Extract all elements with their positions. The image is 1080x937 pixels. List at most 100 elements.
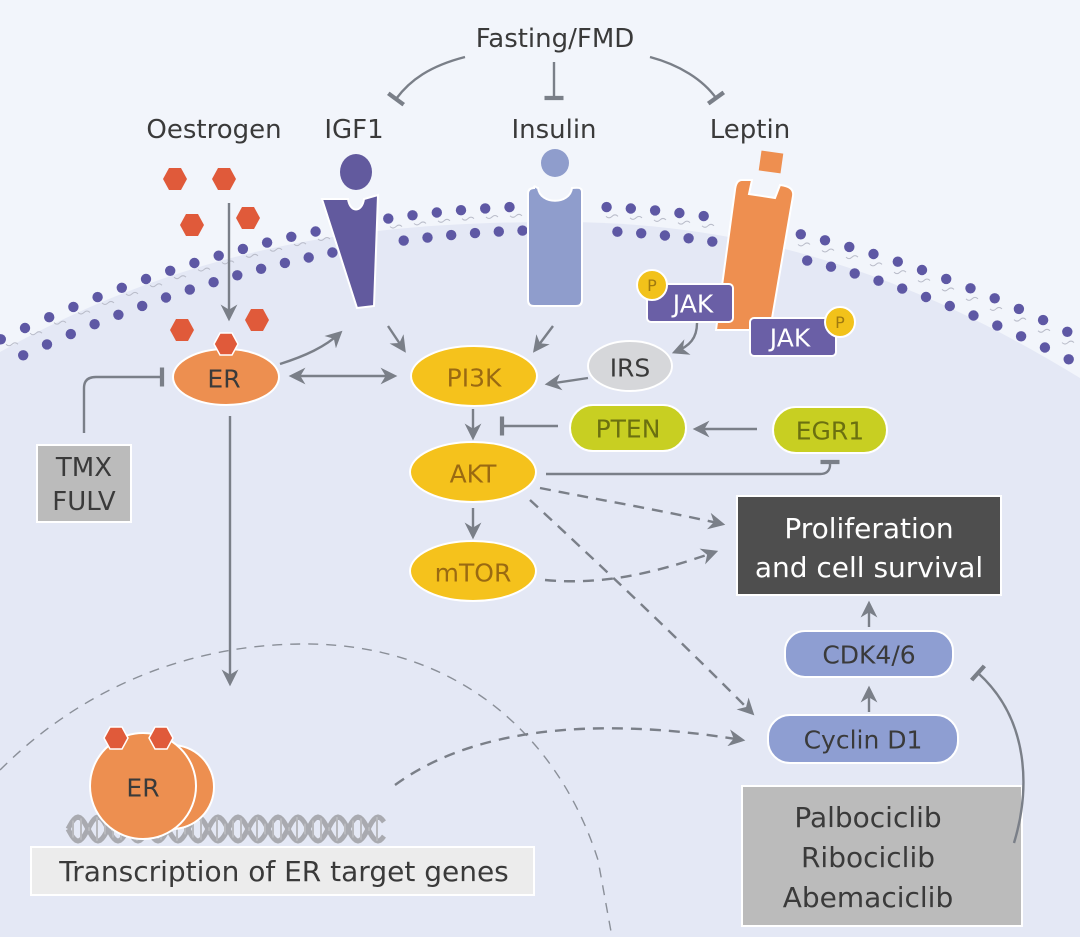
oestrogen-hexagon bbox=[170, 319, 194, 341]
er-node: ER bbox=[172, 332, 280, 406]
akt-label: AKT bbox=[450, 460, 498, 489]
nucleus-envelope bbox=[0, 643, 613, 937]
endocrine-inhibits-er bbox=[82, 367, 165, 433]
membrane-lipid-head bbox=[819, 235, 831, 246]
membrane-lipid-tail bbox=[1037, 328, 1051, 333]
transcription-label: Transcription of ER target genes bbox=[58, 855, 509, 888]
cdk-inhibitors-box: Palbociclib Ribociclib Abemaciclib bbox=[741, 785, 1023, 927]
membrane-lipid-tail bbox=[197, 267, 211, 272]
membrane-lipid-head bbox=[327, 247, 338, 258]
er-bound-oestrogen bbox=[213, 332, 239, 356]
oestrogen-hexagon bbox=[245, 309, 269, 331]
cyclin-d1-label: Cyclin D1 bbox=[804, 726, 923, 755]
membrane-lipid-head bbox=[897, 283, 908, 294]
membrane-lipid-head bbox=[18, 350, 29, 361]
membrane-lipid-tail bbox=[77, 310, 91, 315]
membrane-lipid-head bbox=[279, 257, 291, 269]
membrane-lipid-tail bbox=[989, 306, 1003, 311]
er-nuclear-label: ER bbox=[126, 774, 159, 803]
drug-fulv: FULV bbox=[52, 487, 116, 517]
membrane-lipid-tail bbox=[797, 242, 811, 247]
membrane-lipid-head bbox=[469, 227, 481, 239]
membrane-lipid-tail bbox=[413, 221, 427, 226]
membrane-lipid-tail bbox=[677, 220, 691, 225]
membrane-lipid-head bbox=[68, 301, 79, 313]
membrane-lipid-tail bbox=[869, 262, 883, 267]
membrane-lipid-tail bbox=[5, 342, 19, 347]
drug-ribociclib: Ribociclib bbox=[801, 841, 935, 874]
membrane-lipid-tail bbox=[965, 296, 979, 301]
pten-node: PTEN bbox=[569, 404, 687, 452]
membrane-lipid-head bbox=[1039, 342, 1051, 353]
membrane-lipid-head bbox=[1015, 331, 1027, 342]
membrane-lipid-head bbox=[1037, 314, 1049, 326]
proliferation-line-2: and cell survival bbox=[755, 551, 983, 584]
er-label: ER bbox=[207, 365, 240, 394]
membrane-lipid-tail bbox=[653, 217, 667, 222]
er-dimer-oestrogen bbox=[103, 726, 129, 750]
membrane-lipid-tail bbox=[629, 215, 643, 220]
pi3k-node: PI3K bbox=[410, 345, 538, 407]
membrane-lipid-head bbox=[286, 231, 297, 242]
membrane-lipid-head bbox=[431, 207, 442, 218]
membrane-lipid-tail bbox=[245, 253, 259, 258]
membrane-lipid-head bbox=[446, 229, 457, 241]
leptin-ligand bbox=[758, 150, 784, 174]
egr1-label: EGR1 bbox=[796, 417, 864, 446]
membrane-lipid-tail bbox=[125, 291, 139, 296]
membrane-lipid-head bbox=[422, 232, 433, 243]
membrane-lipid-head bbox=[965, 283, 976, 294]
mtor-node: mTOR bbox=[409, 540, 537, 602]
fasting-inhibits-igf1 bbox=[387, 55, 466, 107]
membrane-lipid-head bbox=[184, 284, 195, 295]
membrane-lipid-head bbox=[140, 273, 152, 285]
proliferation-line-1: Proliferation bbox=[784, 512, 953, 545]
membrane-lipid-head bbox=[992, 320, 1003, 331]
insulin-receptor-body bbox=[527, 185, 583, 307]
membrane-lipid-tail bbox=[461, 216, 475, 221]
akt-inhibits-egr1 bbox=[546, 459, 840, 476]
membrane-lipid-head bbox=[261, 237, 273, 248]
membrane-lipid-head bbox=[517, 225, 528, 236]
membrane-lipid-head bbox=[398, 235, 409, 246]
drug-tmx: TMX bbox=[55, 453, 112, 483]
membrane-lipid-head bbox=[113, 309, 124, 320]
igf1-to-pi3k-arrow bbox=[387, 325, 406, 353]
er-dimer-front bbox=[89, 732, 197, 840]
membrane-lipid-head bbox=[480, 203, 491, 214]
oestrogen-hexagon bbox=[180, 214, 204, 236]
membrane-lipid-head bbox=[116, 282, 128, 293]
membrane-lipid-head bbox=[310, 226, 321, 237]
jak-left-box bbox=[646, 283, 734, 323]
drug-palbociclib: Palbociclib bbox=[794, 801, 941, 834]
membrane-lipid-head bbox=[707, 236, 718, 247]
membrane-lipid-tail bbox=[917, 278, 931, 283]
membrane-lipid-head bbox=[612, 226, 623, 237]
jak-to-irs-arrow bbox=[671, 322, 699, 355]
jak-left-label: JAK bbox=[671, 290, 714, 319]
membrane-lipid-tail bbox=[437, 218, 451, 223]
membrane-lipid-tail bbox=[1061, 340, 1075, 345]
membrane-lipid-head bbox=[92, 291, 103, 303]
membrane-lipid-head bbox=[455, 205, 467, 216]
membrane-lipid-tail bbox=[701, 223, 715, 228]
membrane-lipid-head bbox=[825, 261, 837, 272]
membrane-lipid-tail bbox=[53, 320, 67, 325]
er-to-igf1-arrow bbox=[279, 330, 343, 366]
membrane-lipid-head bbox=[255, 263, 267, 274]
membrane-lipid-head bbox=[44, 312, 55, 323]
phospho-right-label: P bbox=[835, 313, 845, 332]
oestrogen-hexagon bbox=[236, 207, 260, 229]
membrane-lipid-head bbox=[189, 257, 200, 269]
membrane-lipid-head bbox=[844, 241, 855, 253]
membrane-lipid-head bbox=[873, 275, 884, 286]
membrane-lipid-head bbox=[1063, 354, 1074, 365]
jak-left: JAK P bbox=[636, 269, 734, 323]
insulin-label: Insulin bbox=[511, 115, 596, 145]
membrane-lipid-head bbox=[407, 210, 418, 221]
egr1-node: EGR1 bbox=[772, 406, 888, 454]
leptin-label: Leptin bbox=[710, 115, 790, 145]
membrane-lipid-head bbox=[868, 248, 879, 260]
phospho-right bbox=[824, 306, 856, 338]
membrane-lipid-head bbox=[916, 264, 928, 276]
